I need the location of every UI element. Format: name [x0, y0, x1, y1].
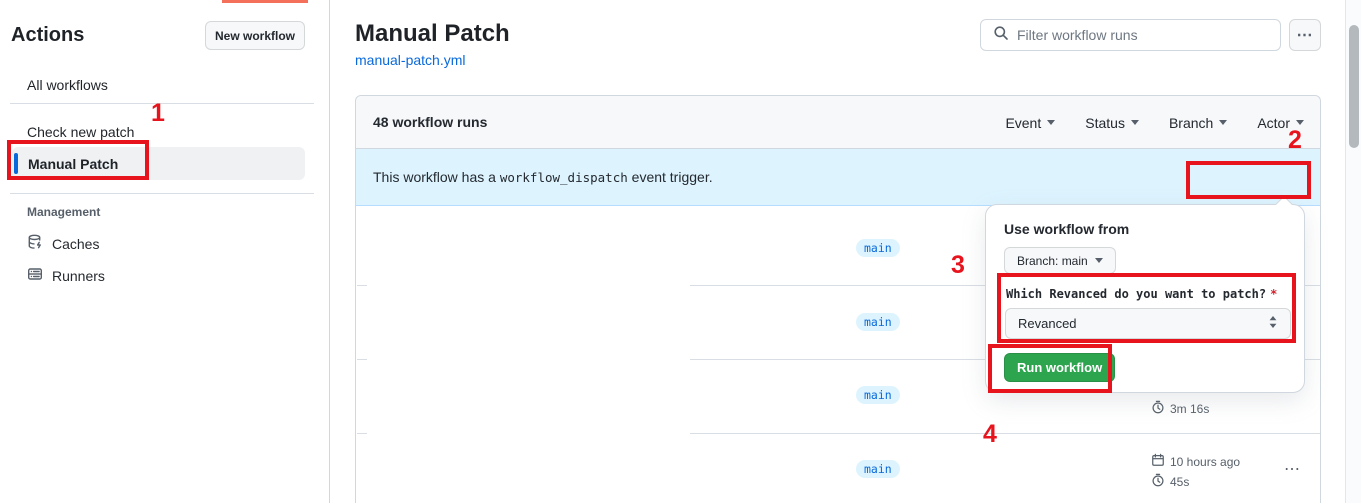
sidebar-item-label: Runners [52, 267, 105, 284]
updown-arrows-icon [1268, 315, 1278, 332]
management-header: Management [27, 205, 101, 219]
chevron-down-icon [1130, 120, 1139, 125]
filter-branch[interactable]: Branch [1168, 114, 1228, 131]
sidebar-divider [10, 193, 314, 194]
duration-text: 3m 16s [1170, 401, 1210, 416]
run-duration: 3m 16s [1151, 400, 1209, 417]
select-value: Revanced [1018, 316, 1077, 331]
sidebar-item-label: Manual Patch [28, 155, 119, 172]
filter-label: Branch [1168, 114, 1214, 131]
top-orange-bar [222, 0, 308, 3]
branch-badge[interactable]: main [856, 460, 900, 478]
chevron-down-icon [1094, 258, 1103, 263]
required-asterisk: * [1270, 287, 1278, 301]
workflow-dispatch-banner: This workflow has a workflow_dispatch ev… [356, 149, 1320, 249]
sidebar-item-all-workflows[interactable]: All workflows [27, 77, 108, 93]
redacted-run-titles [367, 207, 690, 503]
chevron-down-icon [1047, 120, 1056, 125]
stopwatch-icon [1151, 400, 1165, 417]
new-workflow-button[interactable]: New workflow [205, 21, 305, 50]
chevron-down-icon [1296, 120, 1304, 125]
chevron-down-icon [1219, 120, 1228, 125]
search-icon [993, 25, 1009, 46]
filter-event[interactable]: Event [1005, 114, 1056, 131]
scrollbar-thumb[interactable] [1349, 25, 1359, 148]
workflow-input-label: Which Revanced do you want to patch?* [1006, 287, 1277, 301]
sidebar-item-label: Caches [52, 235, 100, 252]
workflow-file-link[interactable]: manual-patch.yml [355, 52, 466, 68]
banner-text-before: This workflow has a [373, 169, 500, 185]
banner-text: This workflow has a workflow_dispatch ev… [373, 169, 713, 185]
sidebar-title: Actions [11, 24, 85, 46]
revanced-select[interactable]: Revanced [1005, 308, 1291, 339]
banner-text-after: event trigger. [627, 169, 713, 185]
calendar-icon [1151, 453, 1165, 470]
run-started-time: 10 hours ago [1151, 453, 1240, 470]
scrollbar-track[interactable] [1345, 0, 1361, 503]
filter-search-box[interactable] [980, 19, 1281, 51]
cache-icon [27, 234, 43, 253]
input-label-text: Which Revanced do you want to patch? [1006, 287, 1267, 301]
row-divider [357, 359, 1320, 360]
stopwatch-icon [1151, 473, 1165, 490]
branch-selector-button[interactable]: Branch: main [1004, 247, 1116, 274]
branch-badge[interactable]: main [856, 386, 900, 404]
branch-selector-label: Branch: main [1017, 253, 1088, 268]
sidebar-item-check-new-patch[interactable]: Check new patch [27, 124, 135, 140]
row-divider [357, 285, 1320, 286]
workflow-more-button[interactable]: ⋯ [1289, 19, 1321, 51]
row-divider [357, 433, 1320, 434]
sidebar-border [329, 0, 330, 503]
branch-badge[interactable]: main [856, 239, 900, 257]
filter-label: Actor [1257, 114, 1290, 131]
filter-label: Status [1085, 114, 1125, 131]
filter-actor[interactable]: Actor [1257, 115, 1304, 131]
run-duration: 45s [1151, 473, 1189, 490]
selected-accent-bar [14, 153, 18, 174]
run-workflow-dialog: Use workflow from Branch: main Which Rev… [985, 195, 1305, 393]
filter-status[interactable]: Status [1085, 115, 1139, 131]
search-input[interactable] [1017, 27, 1268, 43]
banner-code: workflow_dispatch [499, 170, 628, 185]
dialog-heading: Use workflow from [1004, 221, 1130, 237]
filter-label: Event [1005, 114, 1042, 131]
branch-badge[interactable]: main [856, 313, 900, 331]
sidebar-item-runners[interactable]: Runners [27, 266, 105, 285]
runners-icon [27, 266, 43, 285]
sidebar: Actions New workflow All workflows Check… [0, 0, 330, 503]
run-row-menu-button[interactable]: ⋯ [1284, 461, 1301, 478]
started-text: 10 hours ago [1170, 454, 1241, 469]
duration-text: 45s [1170, 474, 1190, 489]
runs-header-row: 48 workflow runs [356, 96, 1320, 149]
sidebar-item-manual-patch[interactable]: Manual Patch [12, 147, 305, 180]
sidebar-divider [10, 103, 314, 104]
sidebar-item-caches[interactable]: Caches [27, 234, 99, 253]
run-workflow-submit-button[interactable]: Run workflow [1004, 353, 1116, 382]
runs-count: 48 workflow runs [373, 114, 488, 130]
runs-filters: Event Status Branch Actor [1005, 96, 1304, 149]
page-title: Manual Patch [355, 20, 510, 47]
